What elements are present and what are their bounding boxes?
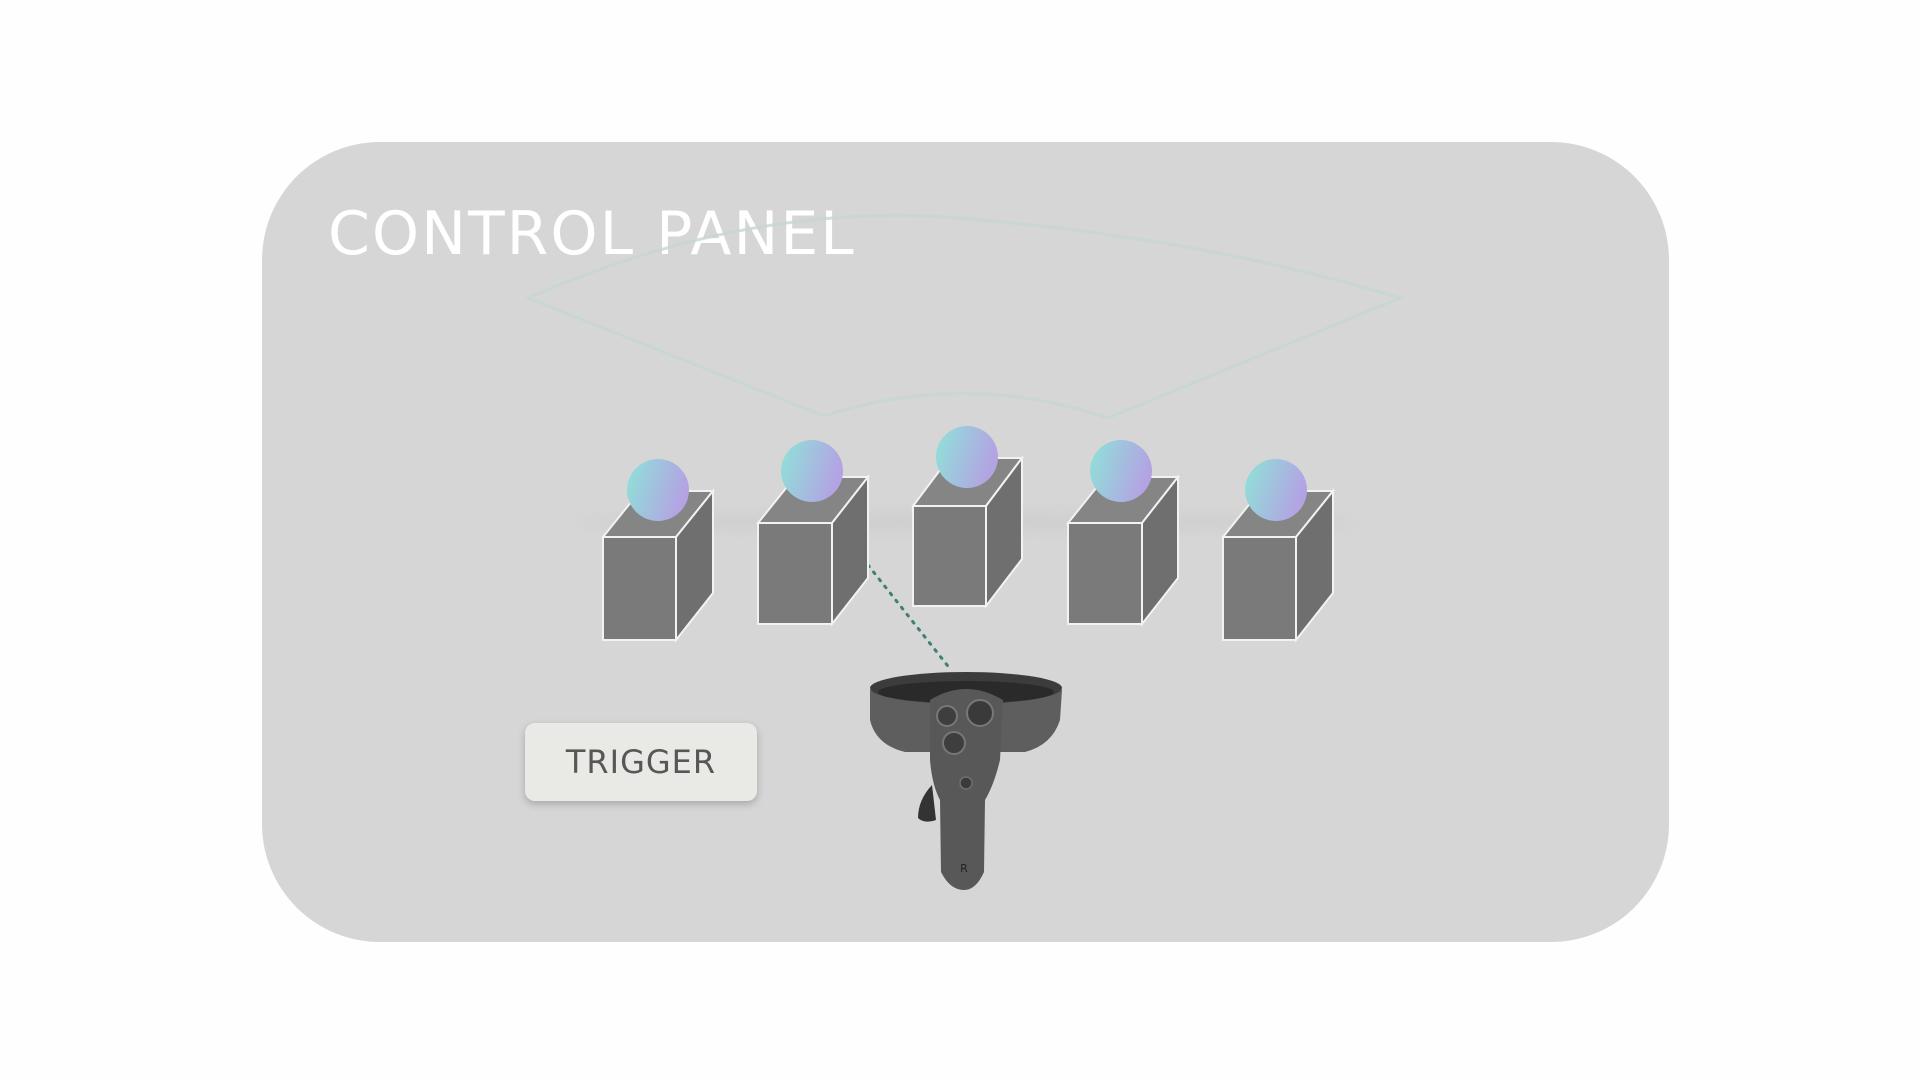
pedestal-3[interactable] [911, 426, 1024, 609]
panel-title: CONTROL PANEL [328, 199, 856, 269]
pedestal-1[interactable] [600, 459, 716, 643]
orb-1[interactable] [627, 459, 689, 521]
orb-3[interactable] [936, 426, 998, 488]
trigger-button[interactable]: TRIGGER [525, 723, 757, 801]
orb-2[interactable] [781, 440, 843, 502]
pedestal-4[interactable] [1065, 440, 1181, 627]
orb-5[interactable] [1245, 459, 1307, 521]
selection-arc-frame [524, 213, 1405, 420]
vr-controller-icon: R [870, 672, 1062, 890]
pedestal-5[interactable] [1220, 459, 1336, 643]
orb-4[interactable] [1090, 440, 1152, 502]
pedestal-2[interactable] [755, 440, 871, 627]
controller-hand-label: R [960, 862, 968, 875]
